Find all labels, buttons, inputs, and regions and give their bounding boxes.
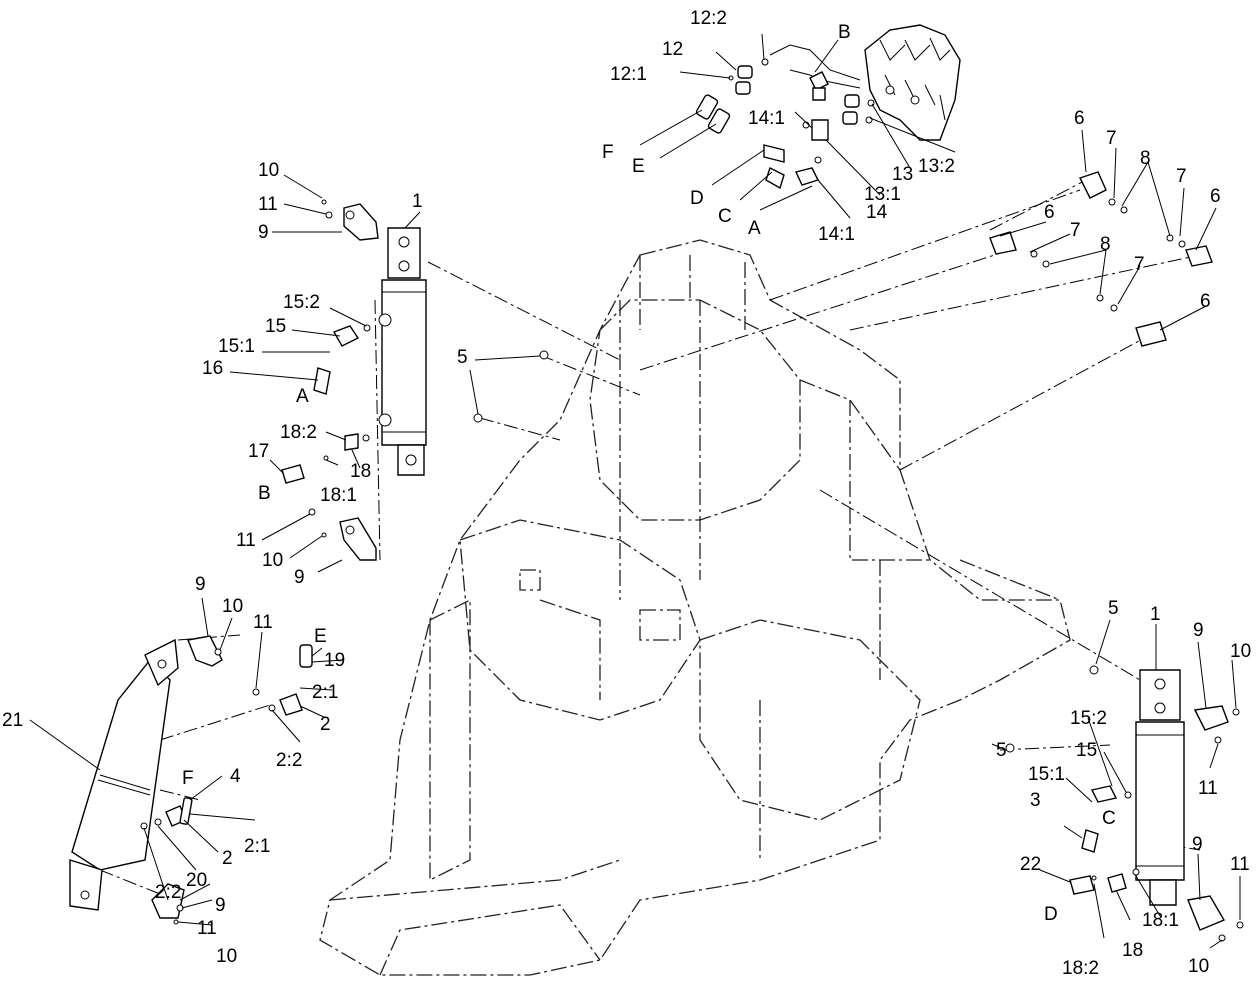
label-18-right: 18 — [1122, 940, 1143, 961]
label-18-left: 18 — [350, 461, 371, 482]
label-11-d: 11 — [197, 918, 217, 939]
leader-lines — [29, 33, 1241, 949]
label-2-1-b: 2:1 — [244, 836, 270, 857]
label-11-b: 11 — [236, 530, 256, 551]
label-6-a: 6 — [1074, 108, 1085, 129]
label-7-b: 7 — [1176, 166, 1187, 187]
label-D-top: D — [690, 188, 704, 209]
label-9-f: 9 — [1192, 834, 1203, 855]
tilt-cylinder-left — [69, 635, 313, 925]
label-9-b: 9 — [294, 567, 305, 588]
label-B-left: B — [258, 483, 271, 504]
label-15-1-right: 15:1 — [1028, 764, 1065, 785]
label-18-2-left: 18:2 — [280, 422, 317, 443]
label-7-d: 7 — [1134, 254, 1145, 275]
label-E-top: E — [632, 156, 645, 177]
callout-labels: 12:2 12 12:1 B 14:1 F E D C A 13:2 13 13… — [2, 8, 1251, 979]
label-10-f: 10 — [1188, 956, 1209, 977]
control-valve — [769, 24, 961, 141]
label-7-a: 7 — [1106, 128, 1117, 149]
label-15-2-right: 15:2 — [1070, 708, 1107, 729]
label-2-2-b: 2:2 — [155, 882, 181, 903]
label-2-2-a: 2:2 — [276, 750, 302, 771]
label-9-a: 9 — [258, 222, 269, 243]
label-1-right: 1 — [1150, 604, 1161, 625]
label-18-1-left: 18:1 — [320, 485, 357, 506]
label-21: 21 — [2, 710, 23, 731]
label-18-1-right: 18:1 — [1142, 910, 1179, 931]
label-11-a: 11 — [258, 194, 278, 215]
label-B-top: B — [838, 22, 851, 43]
label-15-right: 15 — [1076, 740, 1097, 761]
label-13-2: 13:2 — [918, 156, 955, 177]
label-12-2: 12:2 — [690, 8, 727, 29]
label-8-a: 8 — [1140, 148, 1151, 169]
label-14: 14 — [866, 202, 888, 223]
label-11-f: 11 — [1230, 854, 1250, 875]
label-E-left: E — [314, 626, 327, 647]
lift-cylinder-left — [281, 199, 427, 561]
label-10-b: 10 — [262, 550, 283, 571]
label-10-e: 10 — [1230, 641, 1251, 662]
label-18-2-right: 18:2 — [1062, 958, 1099, 979]
label-F-top: F — [602, 142, 614, 163]
label-2-b: 2 — [222, 848, 233, 869]
label-15-1-left: 15:1 — [218, 336, 255, 357]
label-1-left: 1 — [412, 191, 423, 212]
loader-frame — [319, 239, 1071, 976]
label-3: 3 — [1030, 790, 1041, 811]
label-14-1-top: 14:1 — [748, 108, 785, 129]
label-D-right: D — [1044, 904, 1058, 925]
label-11-e: 11 — [1198, 778, 1218, 799]
label-17: 17 — [248, 441, 269, 462]
label-12-1: 12:1 — [610, 64, 647, 85]
label-C-top: C — [718, 206, 732, 227]
label-20: 20 — [186, 870, 207, 891]
label-A-left: A — [296, 386, 309, 407]
label-13-1: 13:1 — [864, 184, 901, 205]
label-9-e: 9 — [1193, 620, 1204, 641]
label-5-a: 5 — [457, 347, 468, 368]
label-4: 4 — [230, 766, 241, 787]
projection-lines — [99, 177, 1201, 901]
label-C-right: C — [1102, 808, 1116, 829]
label-5-c: 5 — [996, 740, 1007, 761]
label-11-c: 11 — [253, 612, 273, 633]
label-14-1-bottom: 14:1 — [818, 224, 855, 245]
label-9-d: 9 — [215, 895, 226, 916]
label-13: 13 — [892, 164, 913, 185]
label-16: 16 — [202, 358, 223, 379]
label-19: 19 — [324, 650, 345, 671]
label-12: 12 — [662, 39, 683, 60]
label-6-b: 6 — [1210, 186, 1221, 207]
label-15-left: 15 — [265, 316, 286, 337]
lift-cylinder-right — [1069, 669, 1244, 942]
fittings-top — [695, 58, 875, 190]
label-F-left: F — [182, 768, 194, 789]
bolts-5 — [473, 350, 1099, 753]
label-22: 22 — [1020, 854, 1041, 875]
label-10-d: 10 — [216, 946, 237, 967]
label-2-1-a: 2:1 — [312, 682, 338, 703]
label-7-c: 7 — [1070, 220, 1081, 241]
label-10-c: 10 — [222, 596, 243, 617]
label-9-c: 9 — [195, 574, 206, 595]
label-A-top: A — [748, 218, 761, 239]
label-6-c: 6 — [1044, 202, 1055, 223]
label-5-b: 5 — [1108, 598, 1119, 619]
label-6-d: 6 — [1200, 291, 1211, 312]
label-15-2-left: 15:2 — [283, 292, 320, 313]
label-10-a: 10 — [258, 160, 279, 181]
label-8-b: 8 — [1100, 234, 1111, 255]
label-2-a: 2 — [320, 714, 331, 735]
